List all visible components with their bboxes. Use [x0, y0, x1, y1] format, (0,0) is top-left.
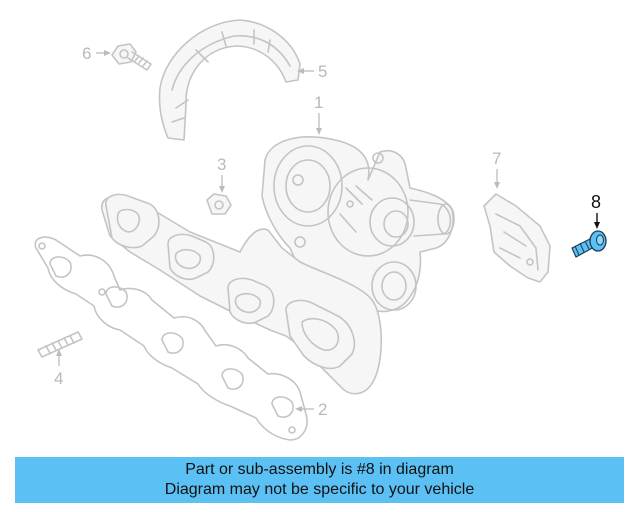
callout-6: 6: [82, 44, 111, 63]
part-8-bolt-highlighted: [571, 230, 607, 258]
callout-4: 4: [54, 349, 63, 388]
callout-2: 2: [295, 400, 327, 419]
svg-text:7: 7: [492, 149, 501, 168]
callout-1: 1: [314, 93, 323, 135]
banner-line-disclaimer: Diagram may not be specific to your vehi…: [164, 481, 475, 498]
callout-5: 5: [297, 62, 327, 81]
exhaust-manifold: [101, 193, 383, 395]
part-2-gasket: [34, 236, 308, 441]
info-banner: Part or sub-assembly is #8 in diagram Di…: [15, 457, 624, 503]
svg-text:5: 5: [318, 62, 327, 81]
part-3-nut: [206, 193, 232, 215]
svg-text:8: 8: [591, 192, 601, 212]
callout-8-highlighted: 8: [591, 192, 601, 229]
svg-text:6: 6: [82, 44, 91, 63]
banner-line-part-number: Part or sub-assembly is #8 in diagram: [185, 461, 454, 478]
svg-text:3: 3: [217, 155, 226, 174]
part-7-bracket: [483, 193, 551, 283]
callout-7: 7: [492, 149, 501, 189]
svg-text:2: 2: [318, 400, 327, 419]
callout-3: 3: [217, 155, 226, 193]
svg-text:4: 4: [54, 369, 63, 388]
svg-text:1: 1: [314, 93, 323, 112]
part-6-bolt: [111, 43, 152, 71]
part-5-heat-shield: [158, 19, 301, 141]
part-4-stud: [37, 331, 83, 358]
